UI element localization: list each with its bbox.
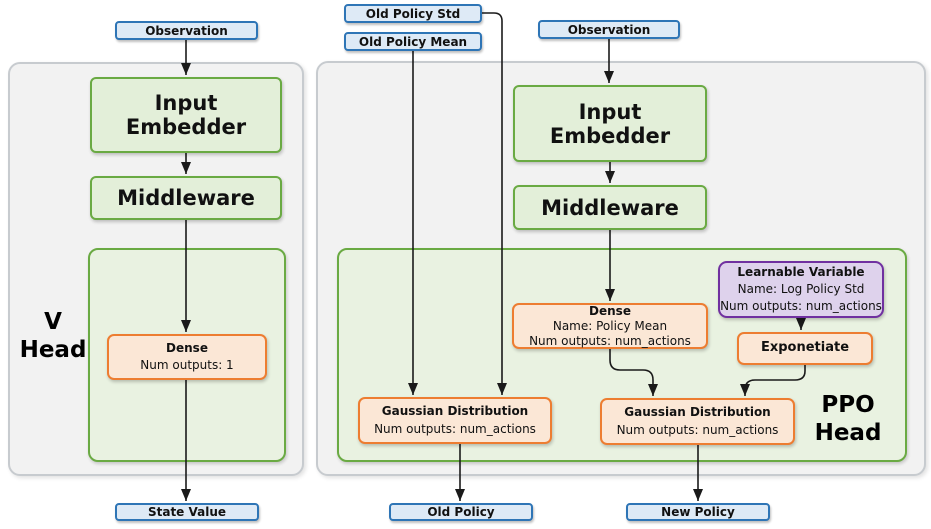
gaussian-distribution-new-node: Gaussian Distribution Num outputs: num_a…	[600, 398, 795, 445]
dense-title-ppo: Dense	[589, 303, 631, 318]
dense-name-ppo: Name: Policy Mean	[552, 318, 668, 333]
gaussian-new-title: Gaussian Distribution	[624, 405, 771, 420]
ppo-head-title: PPO Head	[806, 391, 890, 447]
new-policy-label: New Policy	[661, 505, 735, 519]
ppo-head-title-line2: Head	[814, 420, 882, 446]
input-embedder-label-v: Input Embedder	[125, 91, 247, 139]
v-head-title: V Head	[14, 308, 92, 364]
v-head-title-line1: V	[44, 309, 62, 335]
gaussian-old-outputs: Num outputs: num_actions	[374, 421, 536, 436]
exponetiate-node: Exponetiate	[737, 332, 873, 365]
dense-outputs-v: Num outputs: 1	[140, 358, 234, 372]
learnable-variable-name: Name: Log Policy Std	[737, 282, 865, 297]
middleware-label-v: Middleware	[117, 186, 255, 210]
exponetiate-label: Exponetiate	[760, 340, 850, 356]
old-policy-mean-label: Old Policy Mean	[358, 34, 468, 49]
middleware-node-ppo: Middleware	[513, 185, 707, 230]
gaussian-distribution-old-node: Gaussian Distribution Num outputs: num_a…	[358, 397, 552, 444]
ppo-head-title-line1: PPO	[821, 392, 875, 418]
observation-label-v: Observation	[145, 23, 228, 38]
learnable-variable-title: Learnable Variable	[737, 265, 865, 280]
old-policy-mean-node: Old Policy Mean	[344, 32, 482, 51]
new-policy-node: New Policy	[626, 503, 770, 521]
middleware-label-ppo: Middleware	[541, 195, 679, 220]
dense-outputs-ppo: Num outputs: num_actions	[529, 333, 691, 348]
gaussian-new-outputs: Num outputs: num_actions	[616, 422, 779, 437]
dense-node-ppo: Dense Name: Policy Mean Num outputs: num…	[512, 303, 708, 349]
input-embedder-node-ppo: Input Embedder	[513, 85, 707, 162]
learnable-variable-node: Learnable Variable Name: Log Policy Std …	[718, 261, 884, 318]
old-policy-std-node: Old Policy Std	[344, 4, 482, 23]
input-embedder-node-v: Input Embedder	[90, 77, 282, 153]
input-embedder-label-ppo: Input Embedder	[549, 99, 671, 148]
dense-node-v: Dense Num outputs: 1	[107, 334, 267, 380]
observation-label-ppo: Observation	[567, 22, 651, 37]
gaussian-old-title: Gaussian Distribution	[381, 404, 529, 419]
state-value-node: State Value	[115, 503, 259, 521]
v-head-title-line2: Head	[19, 337, 87, 363]
middleware-node-v: Middleware	[90, 176, 282, 220]
old-policy-label: Old Policy	[427, 505, 495, 519]
observation-node-v: Observation	[115, 21, 258, 40]
dense-title-v: Dense	[166, 340, 208, 355]
state-value-label: State Value	[147, 505, 227, 519]
learnable-variable-outputs: Num outputs: num_actions	[720, 298, 882, 313]
old-policy-node: Old Policy	[389, 503, 533, 521]
old-policy-std-label: Old Policy Std	[365, 6, 461, 21]
observation-node-ppo: Observation	[538, 20, 680, 39]
